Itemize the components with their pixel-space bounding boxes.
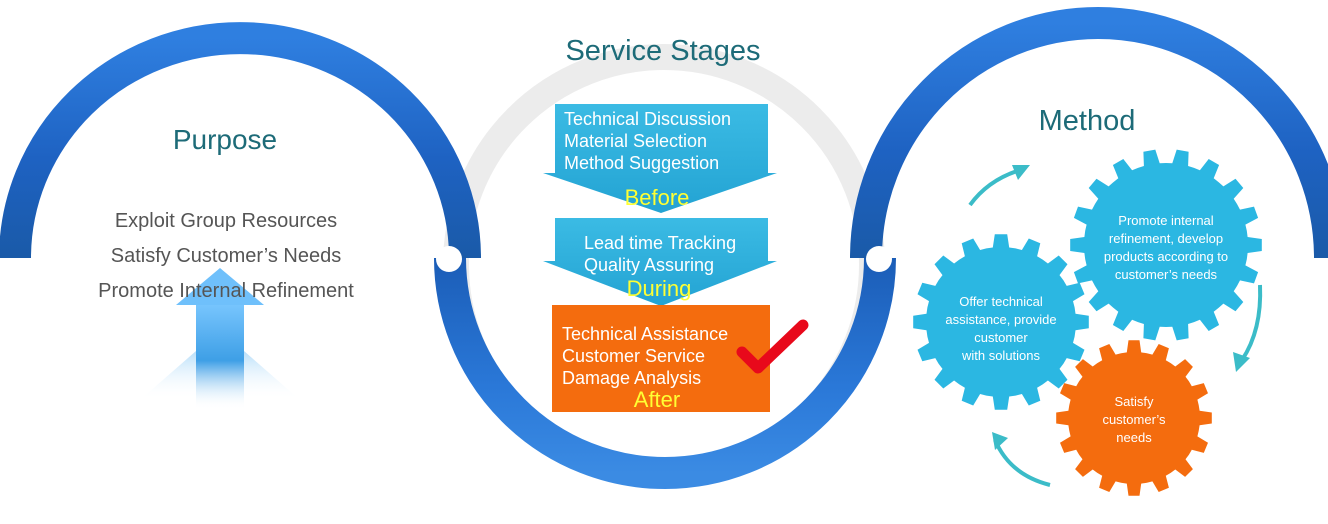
- stage-before-label: Before: [625, 185, 690, 210]
- gear-top-line: customer’s needs: [1115, 267, 1218, 282]
- gear-left-line: Offer technical: [959, 294, 1043, 309]
- stage-after-line: Damage Analysis: [562, 368, 701, 388]
- stage-after-line: Technical Assistance: [562, 324, 728, 344]
- stage-before-line: Material Selection: [564, 131, 707, 151]
- stage-before-line: Method Suggestion: [564, 153, 719, 173]
- checkmark-icon: [736, 319, 809, 374]
- cycle-arrowheads: [992, 165, 1250, 450]
- purpose-title: Purpose: [173, 124, 277, 155]
- method-arc: [850, 7, 1328, 259]
- connector-dot-right: [866, 246, 892, 272]
- service-title: Service Stages: [565, 35, 760, 67]
- stage-during-line: Quality Assuring: [584, 255, 714, 275]
- gear-bottom-line: customer’s: [1102, 412, 1166, 427]
- method-title: Method: [1039, 105, 1136, 137]
- gear-bottom-line: needs: [1116, 430, 1152, 445]
- gear-left-line: customer: [974, 330, 1028, 345]
- gear-top-line: Promote internal: [1118, 213, 1213, 228]
- gear-left: [913, 234, 1089, 410]
- purpose-item: Promote Internal Refinement: [98, 280, 354, 302]
- service-arc: [434, 257, 896, 489]
- gear-bottom-line: Satisfy: [1114, 394, 1154, 409]
- gear-top-line: refinement, develop: [1109, 231, 1223, 246]
- stage-during-arrow: [543, 218, 777, 306]
- stage-after-line: Customer Service: [562, 346, 705, 366]
- gear-left-line: with solutions: [961, 348, 1041, 363]
- stage-after-box: [552, 305, 770, 412]
- purpose-item: Exploit Group Resources: [115, 210, 337, 232]
- gear-left-line: assistance, provide: [945, 312, 1056, 327]
- purpose-item: Satisfy Customer’s Needs: [111, 245, 341, 267]
- stage-before-arrow: [543, 104, 777, 213]
- gears-group: [913, 149, 1262, 496]
- stage-during-line: Lead time Tracking: [584, 233, 736, 253]
- stage-after-label: After: [634, 387, 680, 412]
- gear-bottom: [1056, 340, 1212, 496]
- gear-top-line: products according to: [1104, 249, 1228, 264]
- purpose-up-arrow-icon: [140, 268, 300, 410]
- connector-dot-left: [436, 246, 462, 272]
- purpose-arc: [0, 22, 481, 259]
- gear-top: [1070, 149, 1262, 341]
- stage-during-label: During: [627, 276, 692, 301]
- stage-before-line: Technical Discussion: [564, 109, 731, 129]
